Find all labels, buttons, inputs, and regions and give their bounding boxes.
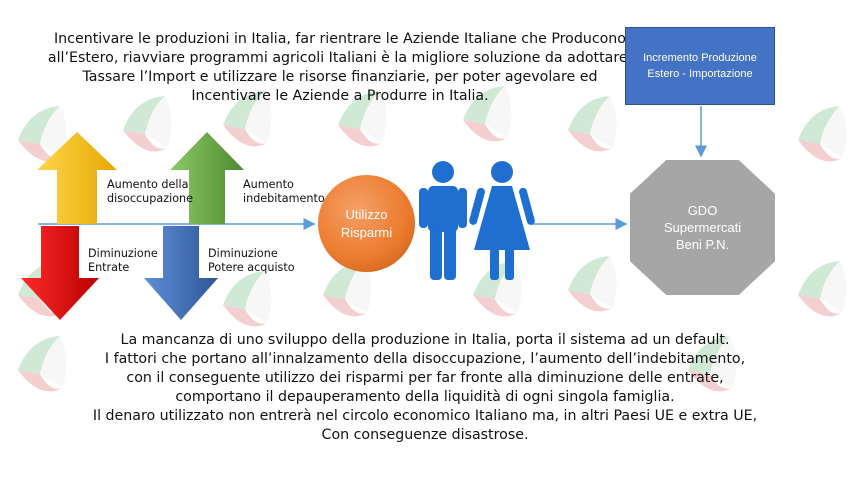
conclusion-text: La mancanza di uno sviluppo della produz… xyxy=(60,331,790,445)
woman-icon xyxy=(469,161,535,280)
pd-logo-watermark xyxy=(798,106,847,162)
circle-line: Utilizzo xyxy=(345,206,388,222)
conclusion-line: Con conseguenze disastrose. xyxy=(321,427,529,443)
pd-logo-watermark xyxy=(568,96,617,152)
label-line: Diminuzione xyxy=(88,247,158,260)
import-box-line: Estero - Importazione xyxy=(647,68,753,80)
up-arrow-yellow xyxy=(37,132,117,224)
pd-logo-watermark xyxy=(463,86,512,142)
label-line: Aumento della xyxy=(107,178,189,191)
import-box-line: Incremento Produzione xyxy=(643,52,757,64)
conclusion-line: I fattori che portano all’innalzamento d… xyxy=(104,351,746,367)
label-line: Entrate xyxy=(88,261,130,274)
octagon-line: Beni P.N. xyxy=(675,237,730,252)
intro-line: Incentivare le produzioni in Italia, far… xyxy=(54,31,626,47)
label-line: Potere acquisto xyxy=(208,261,295,274)
label-line: Diminuzione xyxy=(208,247,278,260)
conclusion-line: con il conseguente utilizzo dei risparmi… xyxy=(126,370,724,386)
up-arrow-green xyxy=(170,132,244,224)
pd-logo-watermark xyxy=(18,336,67,392)
pd-logo-watermark xyxy=(223,271,272,327)
conclusion-line: comportano il depauperamento della liqui… xyxy=(175,389,675,405)
conclusion-line: La mancanza di uno sviluppo della produz… xyxy=(120,332,730,348)
label-line: indebitamento xyxy=(243,192,325,205)
pd-logo-watermark xyxy=(798,261,847,317)
down-arrow-blue xyxy=(144,226,218,320)
pd-logo-watermark xyxy=(123,96,172,152)
gdo-octagon: GDO Supermercati Beni P.N. xyxy=(630,160,775,295)
label-line: disoccupazione xyxy=(107,192,194,205)
pd-logo-watermark xyxy=(688,336,737,392)
circle-line: Risparmi xyxy=(340,224,393,240)
label-aumento-indebitamento: Aumento indebitamento xyxy=(243,178,325,206)
man-icon xyxy=(419,161,467,280)
intro-line: Incentivare le Aziende a Produrre in Ita… xyxy=(191,88,489,104)
conclusion-line: Il denaro utilizzato non entrerà nel cir… xyxy=(92,408,758,424)
label-line: Aumento xyxy=(243,178,294,191)
intro-text: Incentivare le produzioni in Italia, far… xyxy=(40,30,640,106)
pd-logo-watermark xyxy=(223,91,272,147)
label-diminuzione-potere-acquisto: Diminuzione Potere acquisto xyxy=(208,247,295,275)
label-diminuzione-entrate: Diminuzione Entrate xyxy=(88,247,158,275)
intro-line: Tassare l’Import e utilizzare le risorse… xyxy=(82,69,598,85)
intro-line: all’Estero, riavviare programmi agricoli… xyxy=(47,50,633,66)
octagon-line: Supermercati xyxy=(663,220,742,235)
label-aumento-disoccupazione: Aumento della disoccupazione xyxy=(107,178,193,206)
octagon-line: GDO xyxy=(687,203,718,218)
pd-logo-watermark xyxy=(338,91,387,147)
savings-circle: Utilizzo Risparmi xyxy=(318,175,415,272)
import-box: Incremento Produzione Estero - Importazi… xyxy=(625,27,775,105)
pd-logo-watermark xyxy=(18,106,67,162)
pd-logo-watermark xyxy=(568,256,617,312)
down-arrow-red xyxy=(21,226,99,320)
